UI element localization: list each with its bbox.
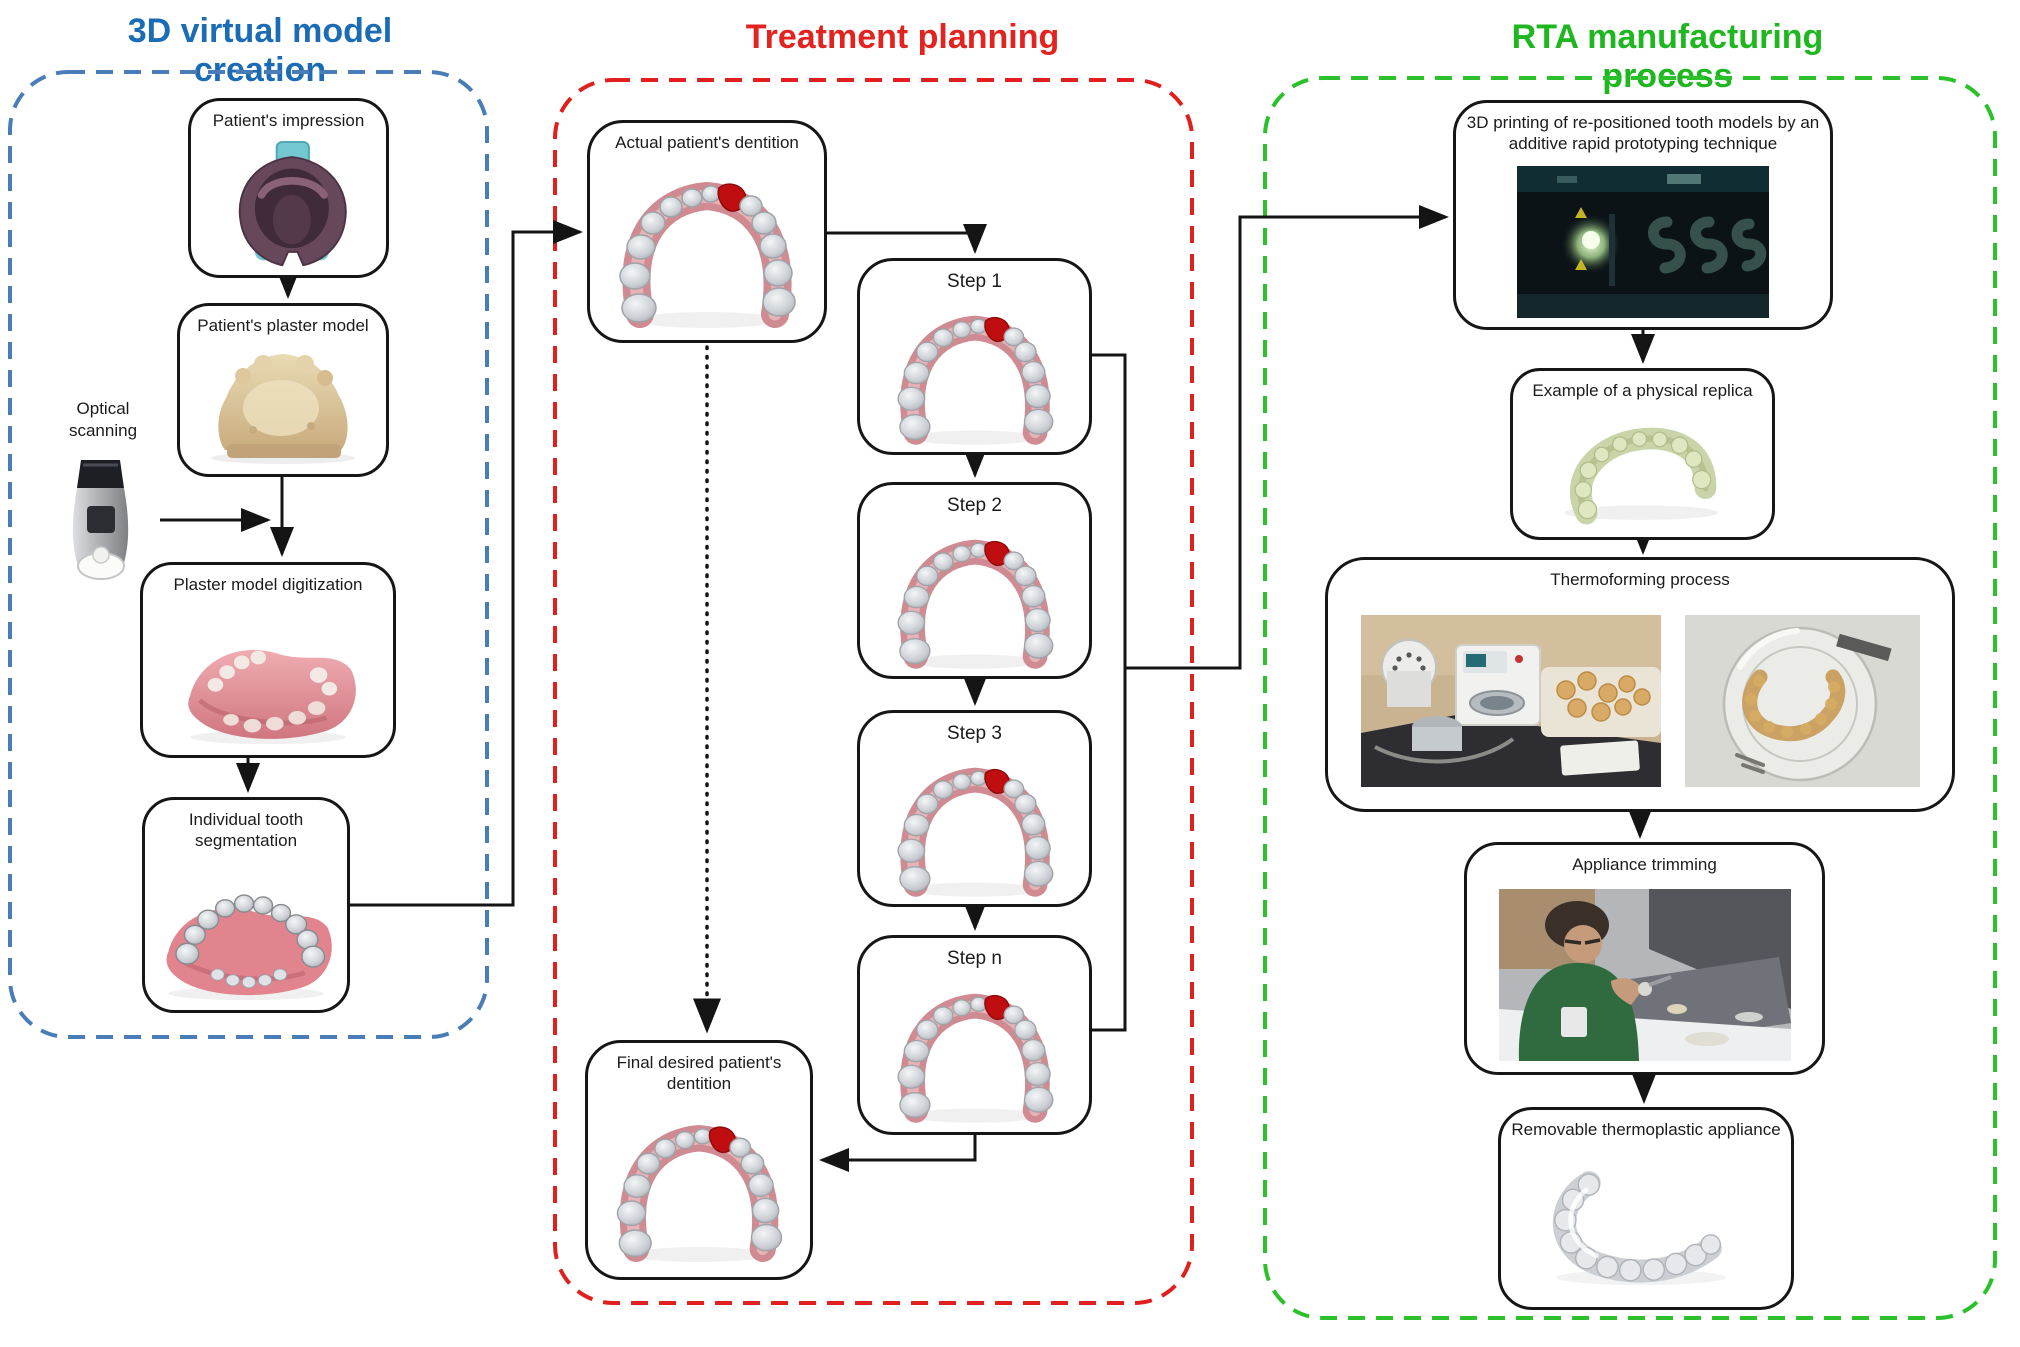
section-frame-virtual-model [8,70,489,1039]
node-removable-appliance: Removable thermoplastic appliance [1498,1107,1794,1310]
node-label: Patient's impression [212,111,365,130]
dentition-3d-render [594,1106,804,1268]
node-step-1: Step 1 [857,258,1092,455]
optical-scanner-image [72,460,129,580]
node-label: Step 3 [947,723,1002,744]
appliance-trimming-photo [1498,888,1791,1061]
node-physical-replica: Example of a physical replica [1510,368,1775,540]
node-label: Plaster model digitization [173,575,363,594]
dental-impression-photo [238,141,347,267]
dentition-3d-render [875,750,1075,902]
node-individual-tooth-segmentation: Individual tooth segmentation [142,797,350,1013]
arrow-actual-to-step1 [827,224,987,254]
node-label: Final desired patient's dentition [616,1053,782,1094]
dentition-3d-render [595,162,819,334]
node-patients-impression: Patient's impression [188,98,389,278]
node-label: Step 2 [947,495,1002,516]
optical-scanning-label: Optical scanning [68,399,138,441]
steps-collector-line [1092,353,1127,1032]
segmented-teeth-photo [166,894,332,1000]
dentition-3d-render [875,976,1075,1128]
node-label: Step n [947,948,1002,969]
section-frame-treatment-planning [553,78,1194,1305]
thermoforming-machine-photo [1360,614,1661,787]
section-title-treatment-planning: Treatment planning [745,18,1060,56]
node-label: Step 1 [947,271,1002,292]
dentition-3d-render [875,522,1075,674]
node-plaster-model-digitization: Plaster model digitization [140,562,396,758]
node-actual-dentition: Actual patient's dentition [587,120,827,343]
node-label: Patient's plaster model [197,316,369,335]
section-frame-rta-manufacturing [1263,76,1997,1320]
arrow-steps-to-printing [1125,205,1449,670]
plaster-model-photo [211,354,355,465]
digitized-model-photo [188,650,356,745]
arrow-stepn-to-final [819,1135,977,1172]
node-step-3: Step 3 [857,710,1092,907]
node-thermoforming: Thermoforming process [1325,557,1955,812]
dentition-3d-render [875,298,1075,450]
node-step-n: Step n [857,935,1092,1135]
node-patients-plaster-model: Patient's plaster model [177,303,389,477]
node-label: Removable thermoplastic appliance [1511,1120,1781,1139]
node-label: Individual tooth segmentation [188,810,304,851]
node-3d-printing: 3D printing of re-positioned tooth model… [1453,100,1833,330]
node-label: Appliance trimming [1572,855,1717,874]
thermoformed-disc-photo [1684,614,1920,787]
node-step-2: Step 2 [857,482,1092,679]
3d-printer-photo [1517,165,1769,318]
node-label: Example of a physical replica [1532,381,1753,400]
node-label: Actual patient's dentition [615,133,799,152]
thermoplastic-appliance-photo [1552,1170,1726,1285]
arrow-segmentation-to-actual [350,220,583,907]
node-label: Thermoforming process [1550,570,1730,589]
node-appliance-trimming: Appliance trimming [1464,842,1825,1075]
node-final-dentition: Final desired patient's dentition [585,1040,813,1280]
node-label: 3D printing of re-positioned tooth model… [1466,113,1820,154]
physical-replica-photo [1563,427,1718,525]
